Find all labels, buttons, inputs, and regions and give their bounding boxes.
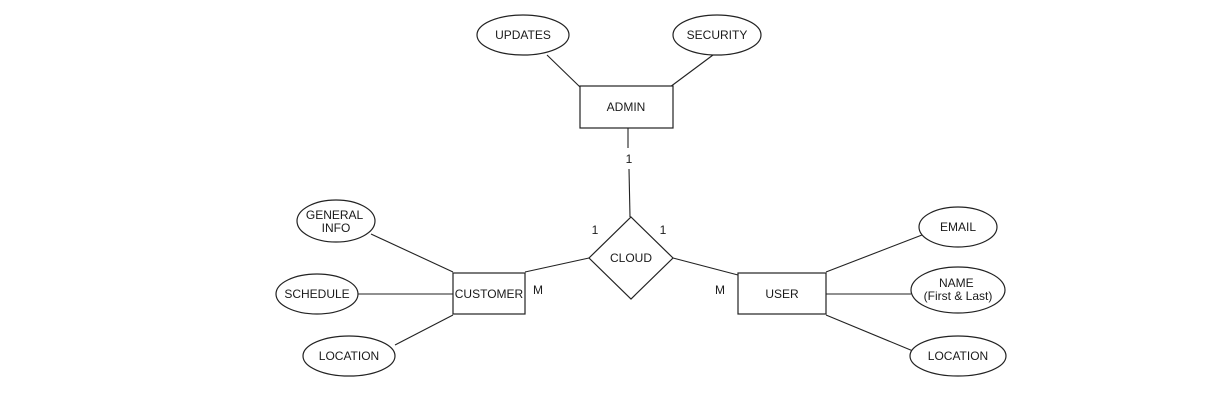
entity-admin: ADMIN (579, 85, 674, 129)
attribute-general-info-label: GENERAL INFO (306, 208, 366, 235)
cardinality-customer-side: M (533, 283, 543, 297)
attribute-security: SECURITY (672, 14, 762, 56)
edge-location-customer (394, 314, 454, 346)
attribute-general-info: GENERAL INFO (296, 199, 376, 243)
attribute-email: EMAIL (918, 206, 998, 248)
edge-security-admin (669, 54, 714, 88)
attribute-general-info-line-2: INFO (322, 221, 351, 235)
edge-cloud-customer (524, 257, 590, 273)
relationship-cloud-label: CLOUD (610, 251, 652, 265)
connectors (358, 54, 923, 352)
attribute-user-location-label: LOCATION (928, 349, 988, 363)
cardinality-cloud-left: 1 (592, 223, 599, 237)
attribute-schedule: SCHEDULE (275, 273, 359, 315)
edge-admin-cloud-lower (628, 168, 631, 218)
cardinality-cloud-right: 1 (660, 223, 667, 237)
entity-admin-label: ADMIN (607, 100, 646, 114)
attribute-customer-location-label: LOCATION (319, 349, 379, 363)
edge-email-user (825, 234, 923, 273)
attribute-updates-label: UPDATES (495, 28, 551, 42)
attribute-name: NAME (First & Last) (910, 266, 1006, 314)
relationship-cloud: CLOUD (588, 216, 674, 300)
edge-updates-admin (546, 54, 581, 88)
entity-customer-label: CUSTOMER (455, 287, 524, 301)
attribute-general-info-line-1: GENERAL (306, 208, 364, 222)
cardinality-user-side: M (715, 283, 725, 297)
attribute-name-line-2: (First & Last) (924, 289, 993, 303)
edge-cloud-user (672, 257, 739, 276)
attribute-user-location: LOCATION (909, 335, 1007, 377)
attribute-customer-location: LOCATION (302, 335, 396, 377)
entity-customer: CUSTOMER (452, 272, 526, 315)
attribute-security-label: SECURITY (687, 28, 748, 42)
attribute-email-label: EMAIL (940, 220, 976, 234)
edge-location-user (825, 314, 914, 352)
attribute-schedule-label: SCHEDULE (284, 287, 349, 301)
attribute-name-label: NAME (First & Last) (924, 276, 993, 303)
entity-user-label: USER (765, 287, 799, 301)
cardinality-admin-cloud: 1 (626, 152, 633, 166)
attribute-updates: UPDATES (476, 14, 570, 56)
attribute-name-line-1: NAME (939, 276, 974, 290)
edge-general-info-customer (370, 233, 454, 273)
entity-user: USER (737, 272, 827, 315)
